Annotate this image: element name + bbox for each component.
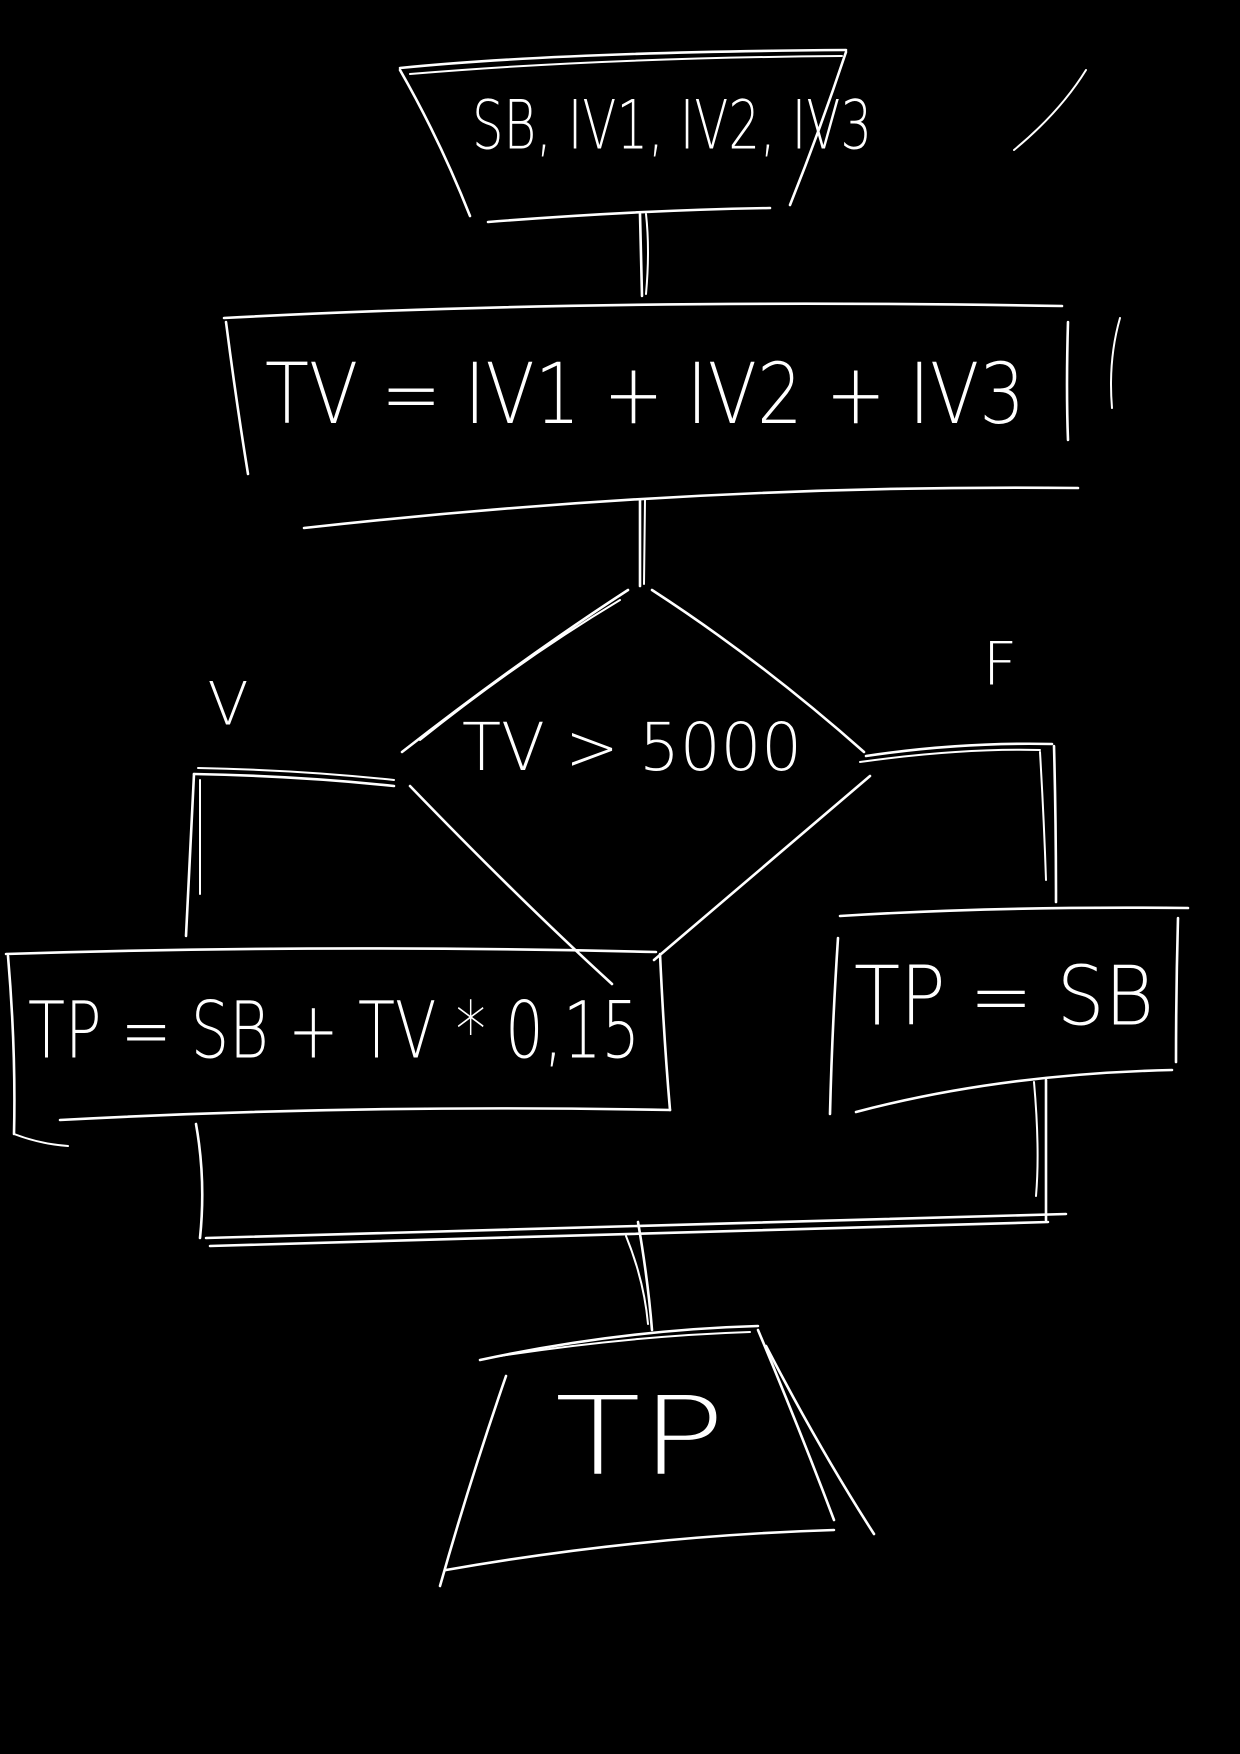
connector-input-process (638, 212, 649, 298)
decision-diamond (400, 588, 872, 986)
false-branch-label: F (983, 630, 1018, 700)
true-branch-box (4, 947, 672, 1147)
output-text: TP (555, 1375, 725, 1500)
connector-merge-output (625, 1220, 654, 1332)
decision-text: TV > 5000 (462, 709, 802, 786)
connector-false (859, 742, 1058, 904)
process-text: TV = IV1 + IV2 + IV3 (265, 345, 1025, 443)
output-shape (438, 1324, 876, 1588)
true-branch-label: V (207, 670, 248, 740)
false-branch-box (828, 906, 1190, 1116)
connector-true (184, 767, 396, 938)
input-text: SB, IV1, IV2, IV3 (472, 87, 872, 166)
process-box (222, 302, 1080, 530)
stray-marks (1013, 69, 1121, 409)
input-shape (398, 48, 848, 224)
true-branch-text: TP = SB + TV * 0,15 (28, 987, 640, 1077)
connector-process-decision (638, 498, 646, 588)
false-branch-text: TP = SB (854, 950, 1154, 1045)
merge-connector (194, 1078, 1068, 1248)
